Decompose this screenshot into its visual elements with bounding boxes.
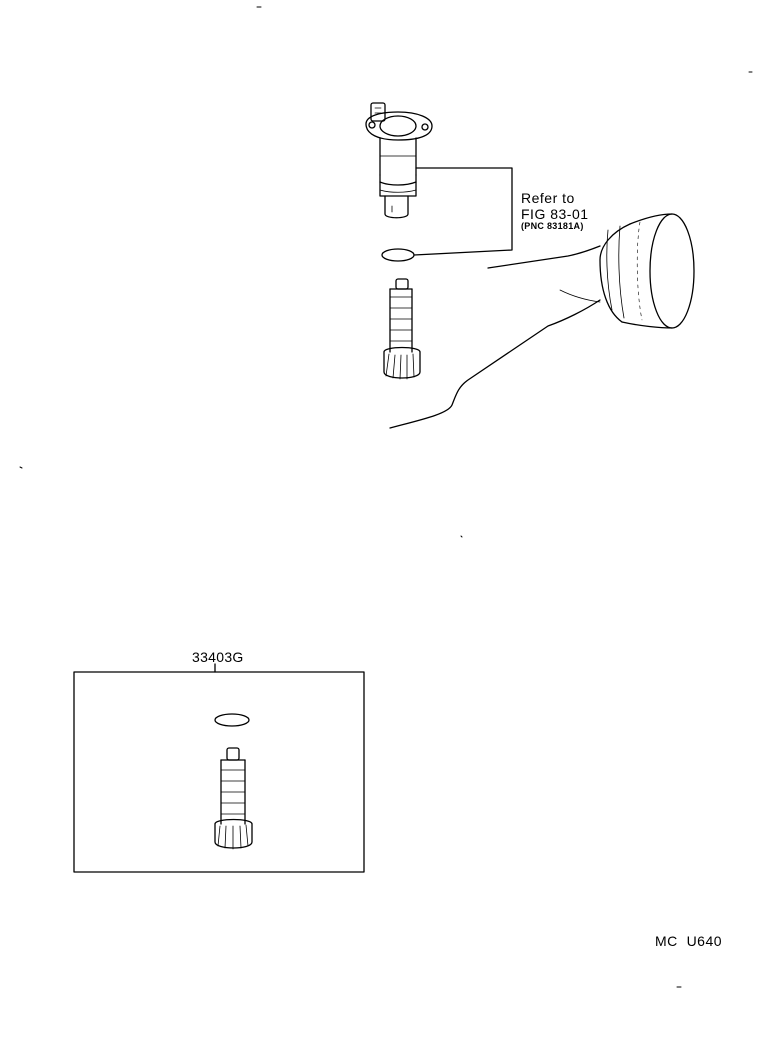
reference-note-line-1: Refer to <box>521 190 575 206</box>
catalog-code-number: U640 <box>686 933 723 949</box>
transmission-housing <box>389 213 695 429</box>
kit-part-number: 33403G <box>192 649 244 665</box>
kit-driven-gear <box>214 747 253 850</box>
speed-sensor <box>365 102 433 219</box>
reference-note-line-3: (PNC 83181A) <box>521 221 584 231</box>
driven-gear <box>383 278 421 380</box>
reference-bracket <box>413 167 513 256</box>
o-ring <box>381 248 415 262</box>
catalog-code: MC U640 <box>655 934 722 948</box>
reference-note-line-2: FIG 83-01 <box>521 206 589 222</box>
kit-box <box>73 663 365 873</box>
catalog-code-prefix: MC <box>655 933 678 949</box>
kit-o-ring <box>214 713 250 727</box>
